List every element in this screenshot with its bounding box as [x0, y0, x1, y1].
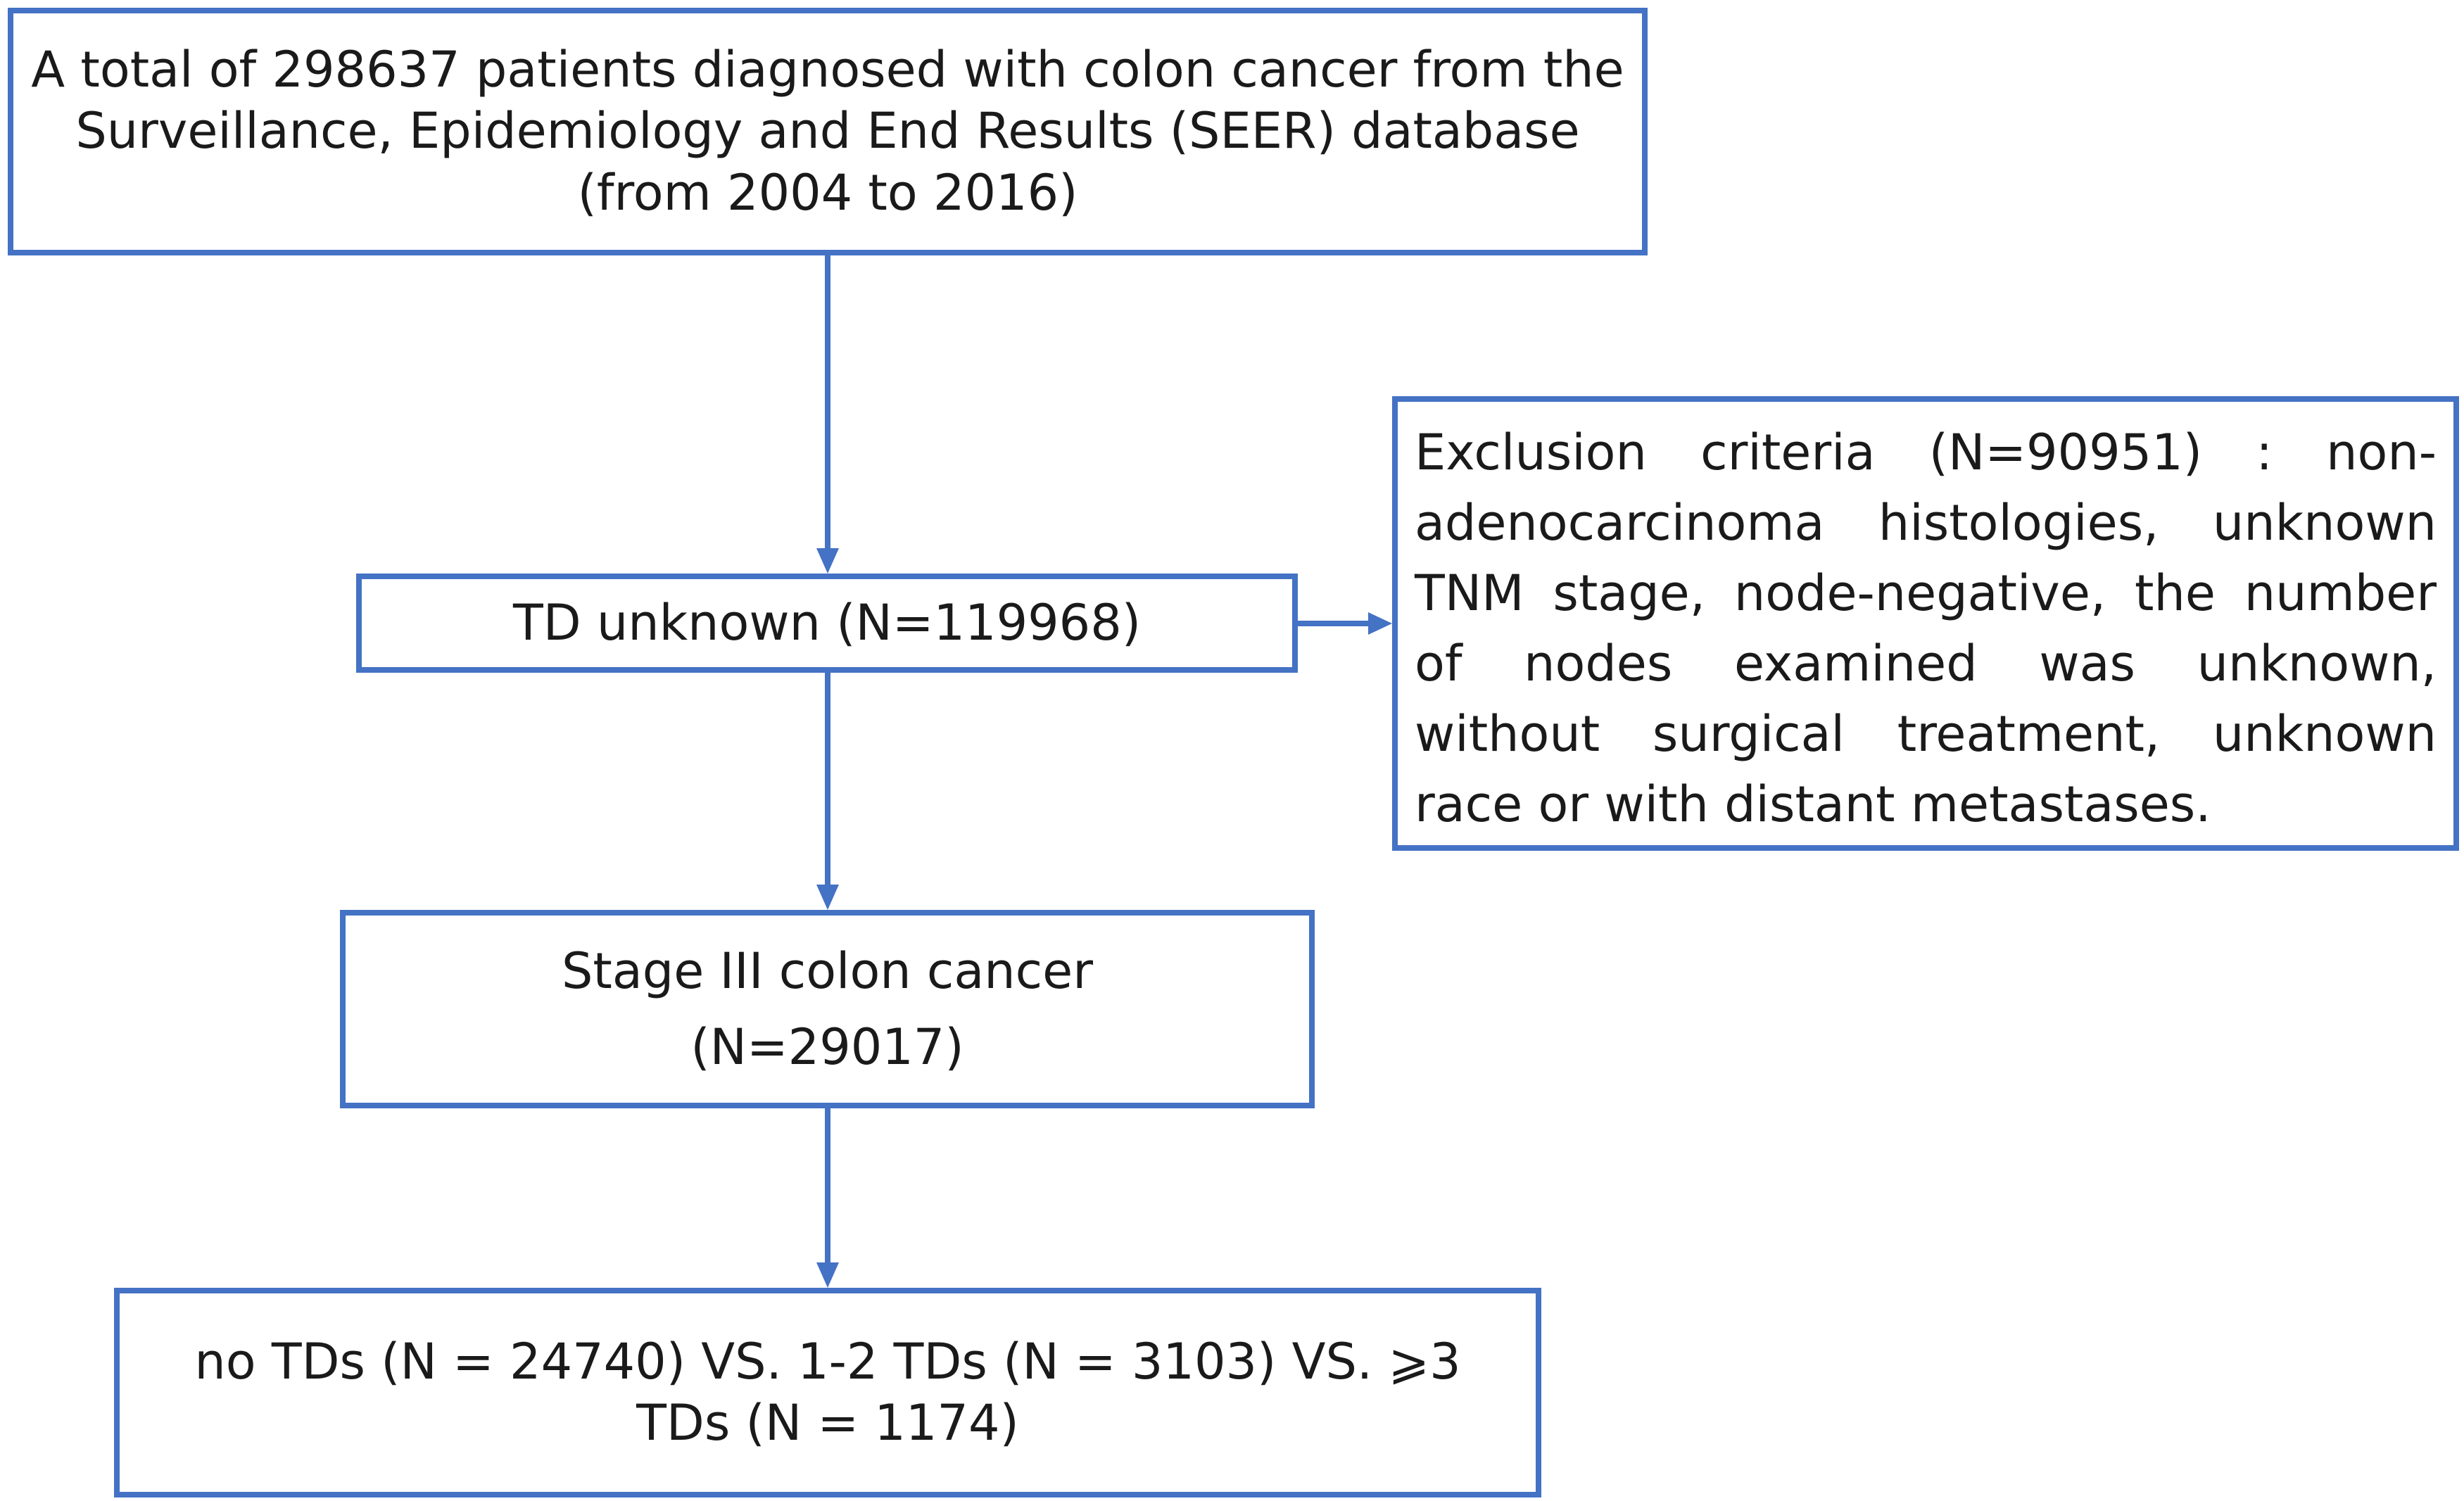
arrowhead-td-unknown-to-exclusion [1368, 612, 1392, 635]
exclusion-criteria-text: Exclusion criteria (N=90951) : non-adeno… [1415, 424, 2437, 834]
source-line-1: A total of 298637 patients diagnosed wit… [31, 40, 1624, 99]
arrowhead-stage3-to-groups [816, 1262, 839, 1288]
source-population-box: A total of 298637 patients diagnosed wit… [8, 8, 1648, 255]
stage-three-line-1: Stage III colon cancer [562, 942, 1093, 1000]
arrowhead-source-to-td-unknown [816, 548, 839, 574]
source-line-2: Surveillance, Epidemiology and End Resul… [75, 102, 1580, 160]
td-unknown-box: TD unknown (N=119968) [356, 574, 1298, 673]
exclusion-criteria-box: Exclusion criteria (N=90951) : non-adeno… [1392, 396, 2459, 851]
td-groups-line-2: TDs (N = 1174) [636, 1394, 1019, 1452]
arrowhead-td-unknown-to-stage3 [816, 885, 839, 910]
td-unknown-label: TD unknown (N=119968) [512, 593, 1142, 652]
td-groups-line-1: no TDs (N = 24740) VS. 1-2 TDs (N = 3103… [194, 1332, 1461, 1391]
stage-three-line-2: (N=29017) [690, 1018, 964, 1076]
stage-three-box: Stage III colon cancer (N=29017) [340, 910, 1315, 1108]
source-line-3: (from 2004 to 2016) [577, 163, 1078, 222]
td-groups-box: no TDs (N = 24740) VS. 1-2 TDs (N = 3103… [114, 1288, 1541, 1497]
